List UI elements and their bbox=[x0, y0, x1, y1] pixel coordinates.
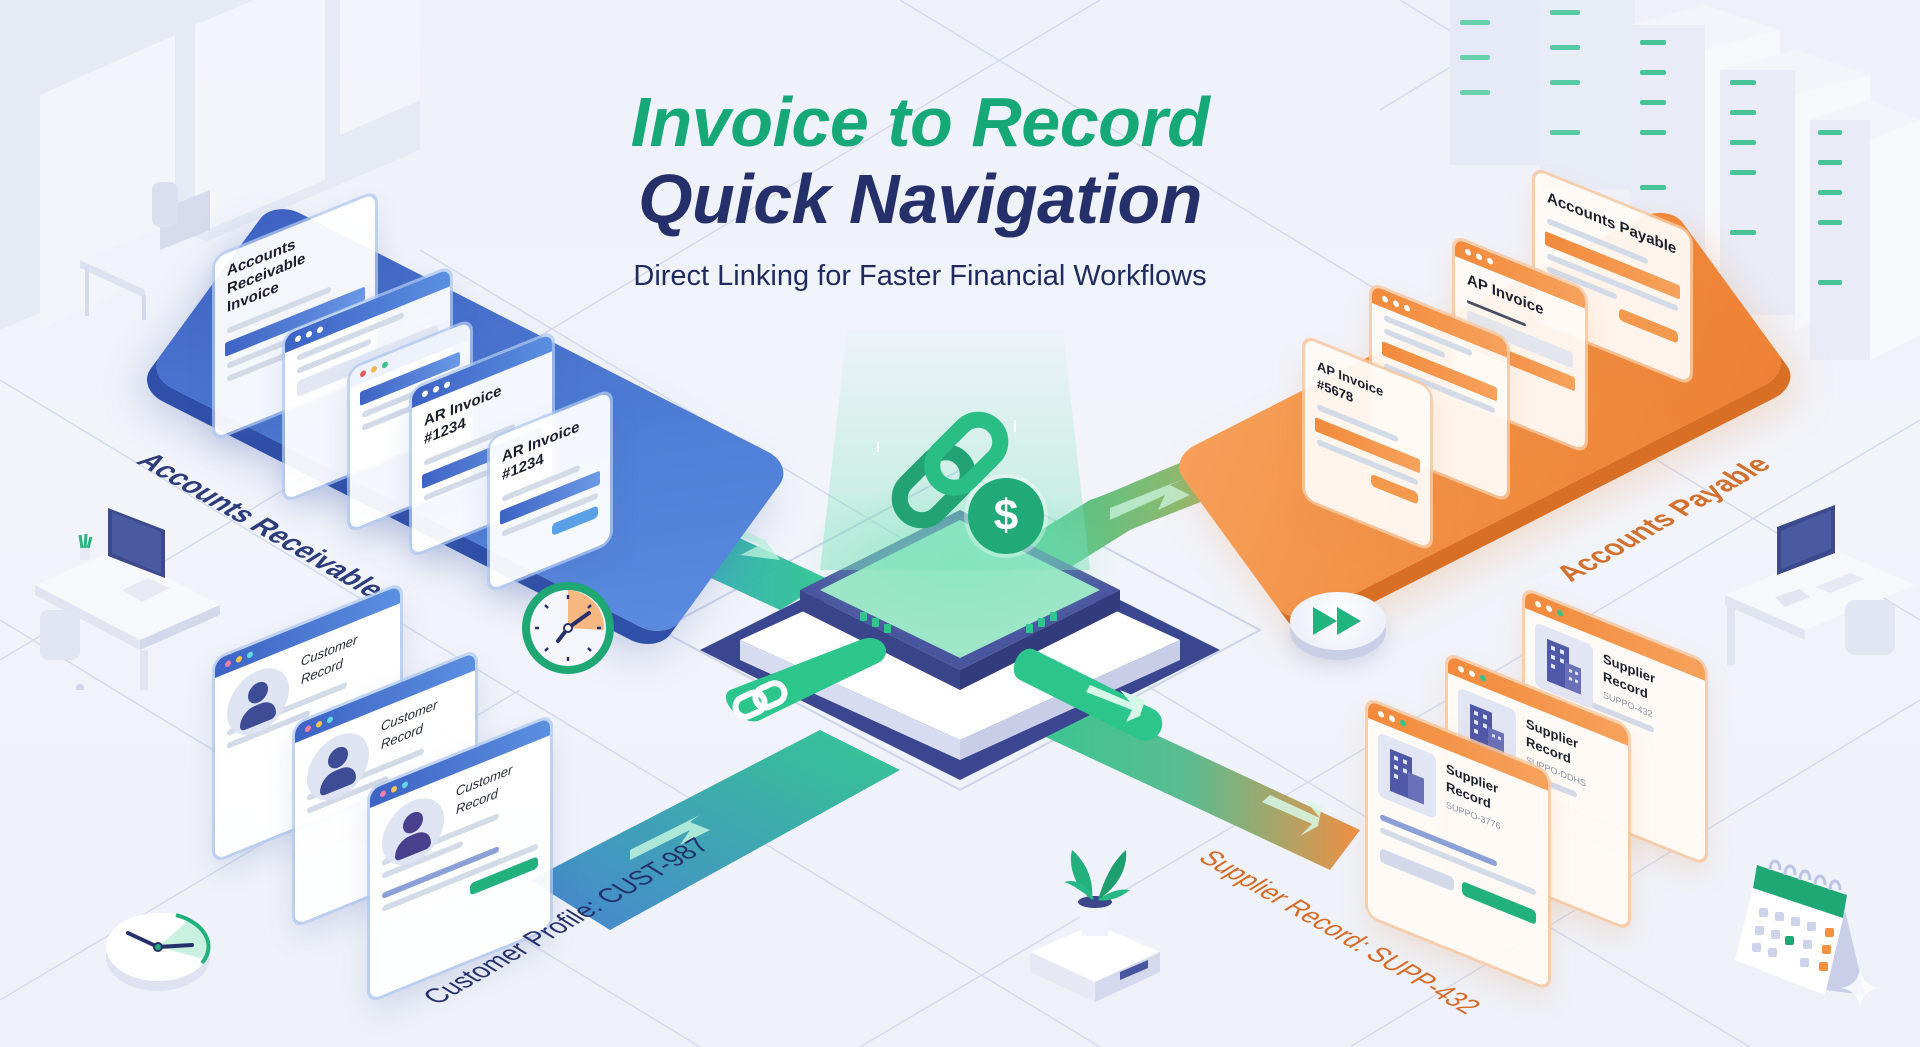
page-title-line-1: Invoice to Record bbox=[630, 83, 1210, 161]
office-desk-right bbox=[1705, 465, 1915, 675]
page-subtitle: Direct Linking for Faster Financial Work… bbox=[633, 260, 1207, 292]
supplier-record-panel-3[interactable]: Supplier Record SUPPO-3776 bbox=[1368, 700, 1548, 988]
sparkle-icon bbox=[1840, 968, 1880, 1008]
dollar-badge: $ bbox=[968, 478, 1044, 554]
office-desk-top-left bbox=[70, 170, 240, 320]
hub-link-icon-group bbox=[870, 390, 1050, 560]
building-icon bbox=[1378, 732, 1436, 820]
fast-forward-button[interactable] bbox=[1290, 592, 1386, 650]
page-title-line-2: Quick Navigation bbox=[638, 160, 1202, 238]
stopwatch-icon bbox=[518, 578, 618, 678]
office-desk-left bbox=[30, 490, 230, 710]
clock-icon bbox=[100, 905, 220, 995]
title-block: Invoice to Record Quick Navigation Direc… bbox=[560, 84, 1280, 293]
link-icon bbox=[732, 680, 788, 720]
link-icon bbox=[877, 411, 1016, 529]
dollar-icon: $ bbox=[993, 491, 1019, 540]
fast-forward-icon bbox=[1313, 607, 1361, 635]
building-icon bbox=[1535, 622, 1593, 710]
plant-icon bbox=[1020, 832, 1170, 1012]
supplier-record-panel-1[interactable]: Supplier Record SUPPO-432 bbox=[1525, 590, 1705, 863]
calendar-icon bbox=[1725, 850, 1885, 1000]
